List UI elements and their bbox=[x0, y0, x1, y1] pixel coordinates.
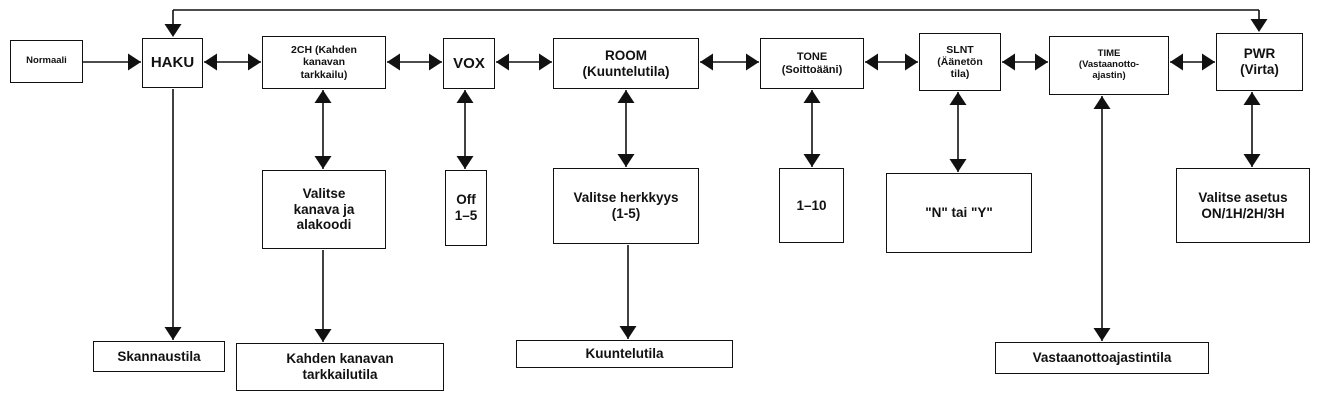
arrow-slnt-select-head-down bbox=[949, 159, 967, 172]
arrow-normaali-haku-head-right bbox=[128, 53, 141, 71]
arrow-vox-select-head-up bbox=[456, 90, 474, 103]
arrow-room-select-head-up bbox=[617, 90, 635, 103]
arrow-tone-slnt-head-left bbox=[865, 53, 878, 71]
arrow-slnt-time-head-left bbox=[1002, 53, 1015, 71]
node-pwr: PWR (Virta) bbox=[1216, 33, 1303, 91]
node-haku: HAKU bbox=[142, 38, 203, 88]
arrow-haku-2ch-head-left bbox=[204, 53, 217, 71]
arrow-tone-select-head-up bbox=[803, 90, 821, 103]
arrow-room-select-head-down bbox=[617, 154, 635, 167]
arrow-2ch-mode-head-down bbox=[314, 329, 332, 342]
arrow-time-mode-head-up bbox=[1093, 96, 1111, 109]
arrow-pwr-select-head-up bbox=[1243, 92, 1261, 105]
arrow-pwr-select-head-down bbox=[1243, 154, 1261, 167]
arrow-2ch-vox-head-right bbox=[429, 53, 442, 71]
node-slnt-select: "N" tai "Y" bbox=[886, 173, 1032, 253]
arrow-2ch-select-head-down bbox=[314, 156, 332, 169]
arrow-slnt-time-head-right bbox=[1035, 53, 1048, 71]
arrow-haku-2ch-head-right bbox=[248, 53, 261, 71]
arrow-room-tone-head-left bbox=[700, 53, 713, 71]
arrow-haku-mode-head-down bbox=[164, 327, 182, 340]
arrow-slnt-select-head-up bbox=[949, 92, 967, 105]
node-vox-select: Off 1–5 bbox=[445, 170, 487, 246]
node-2ch-select: Valitse kanava ja alakoodi bbox=[262, 170, 386, 249]
loop-haku-head bbox=[164, 24, 182, 37]
node-tone: TONE (Soittoääni) bbox=[760, 38, 864, 89]
node-pwr-select: Valitse asetus ON/1H/2H/3H bbox=[1176, 168, 1310, 243]
arrow-vox-select-head-down bbox=[456, 156, 474, 169]
node-room: ROOM (Kuuntelutila) bbox=[553, 38, 699, 89]
node-2ch-mode: Kahden kanavan tarkkailutila bbox=[236, 343, 444, 391]
arrow-time-pwr-head-left bbox=[1170, 53, 1183, 71]
arrow-vox-room-head-right bbox=[539, 53, 552, 71]
node-slnt: SLNT (Äänetön tila) bbox=[919, 33, 1001, 91]
node-time: TIME (Vastaanotto- ajastin) bbox=[1049, 36, 1169, 95]
arrow-vox-room-head-left bbox=[496, 53, 509, 71]
node-room-mode: Kuuntelutila bbox=[516, 340, 733, 368]
node-haku-mode: Skannaustila bbox=[93, 341, 225, 372]
arrow-room-tone-head-right bbox=[746, 53, 759, 71]
node-normaali: Normaali bbox=[10, 40, 83, 83]
node-time-mode: Vastaanottoajastintila bbox=[995, 342, 1209, 374]
node-vox: VOX bbox=[443, 38, 495, 89]
arrow-2ch-vox-head-left bbox=[387, 53, 400, 71]
arrow-time-mode-head-down bbox=[1093, 328, 1111, 341]
arrow-2ch-select-head-up bbox=[314, 90, 332, 103]
arrow-tone-select-head-down bbox=[803, 154, 821, 167]
loop-pwr-head bbox=[1250, 19, 1268, 32]
arrow-room-mode-head-down bbox=[619, 326, 637, 339]
node-tone-select: 1–10 bbox=[779, 168, 844, 243]
node-2ch: 2CH (Kahden kanavan tarkkailu) bbox=[262, 36, 386, 89]
arrow-time-pwr-head-right bbox=[1202, 53, 1215, 71]
node-room-select: Valitse herkkyys (1-5) bbox=[553, 168, 699, 244]
arrow-tone-slnt-head-right bbox=[905, 53, 918, 71]
